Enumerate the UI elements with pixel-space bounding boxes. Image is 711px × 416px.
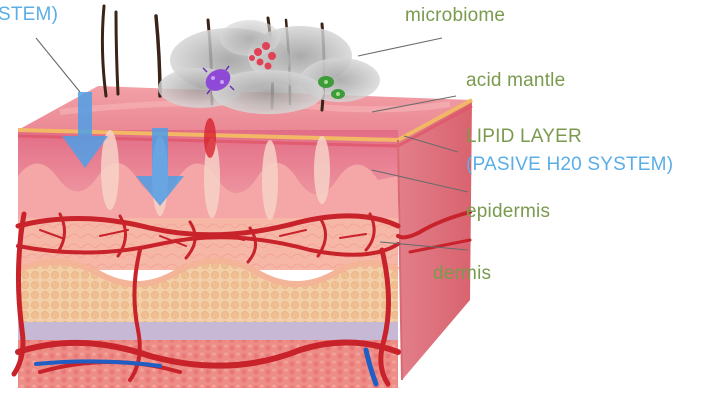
label-lipid-layer: LIPID LAYER — [466, 126, 582, 148]
label-microbiome: microbiome — [405, 5, 505, 27]
label-pasive-h2o-system: (PASIVE H20 SYSTEM) — [466, 154, 673, 176]
label-acid-mantle: acid mantle — [466, 70, 565, 92]
skin-side-face — [398, 100, 472, 380]
leader-system — [36, 38, 80, 92]
fascia-layer — [18, 322, 398, 340]
label-epidermis: epidermis — [466, 201, 550, 223]
label-dermis: dermis — [433, 263, 491, 285]
leader-microbiome — [358, 38, 442, 56]
label-system-fragment: STEM) — [0, 4, 58, 26]
